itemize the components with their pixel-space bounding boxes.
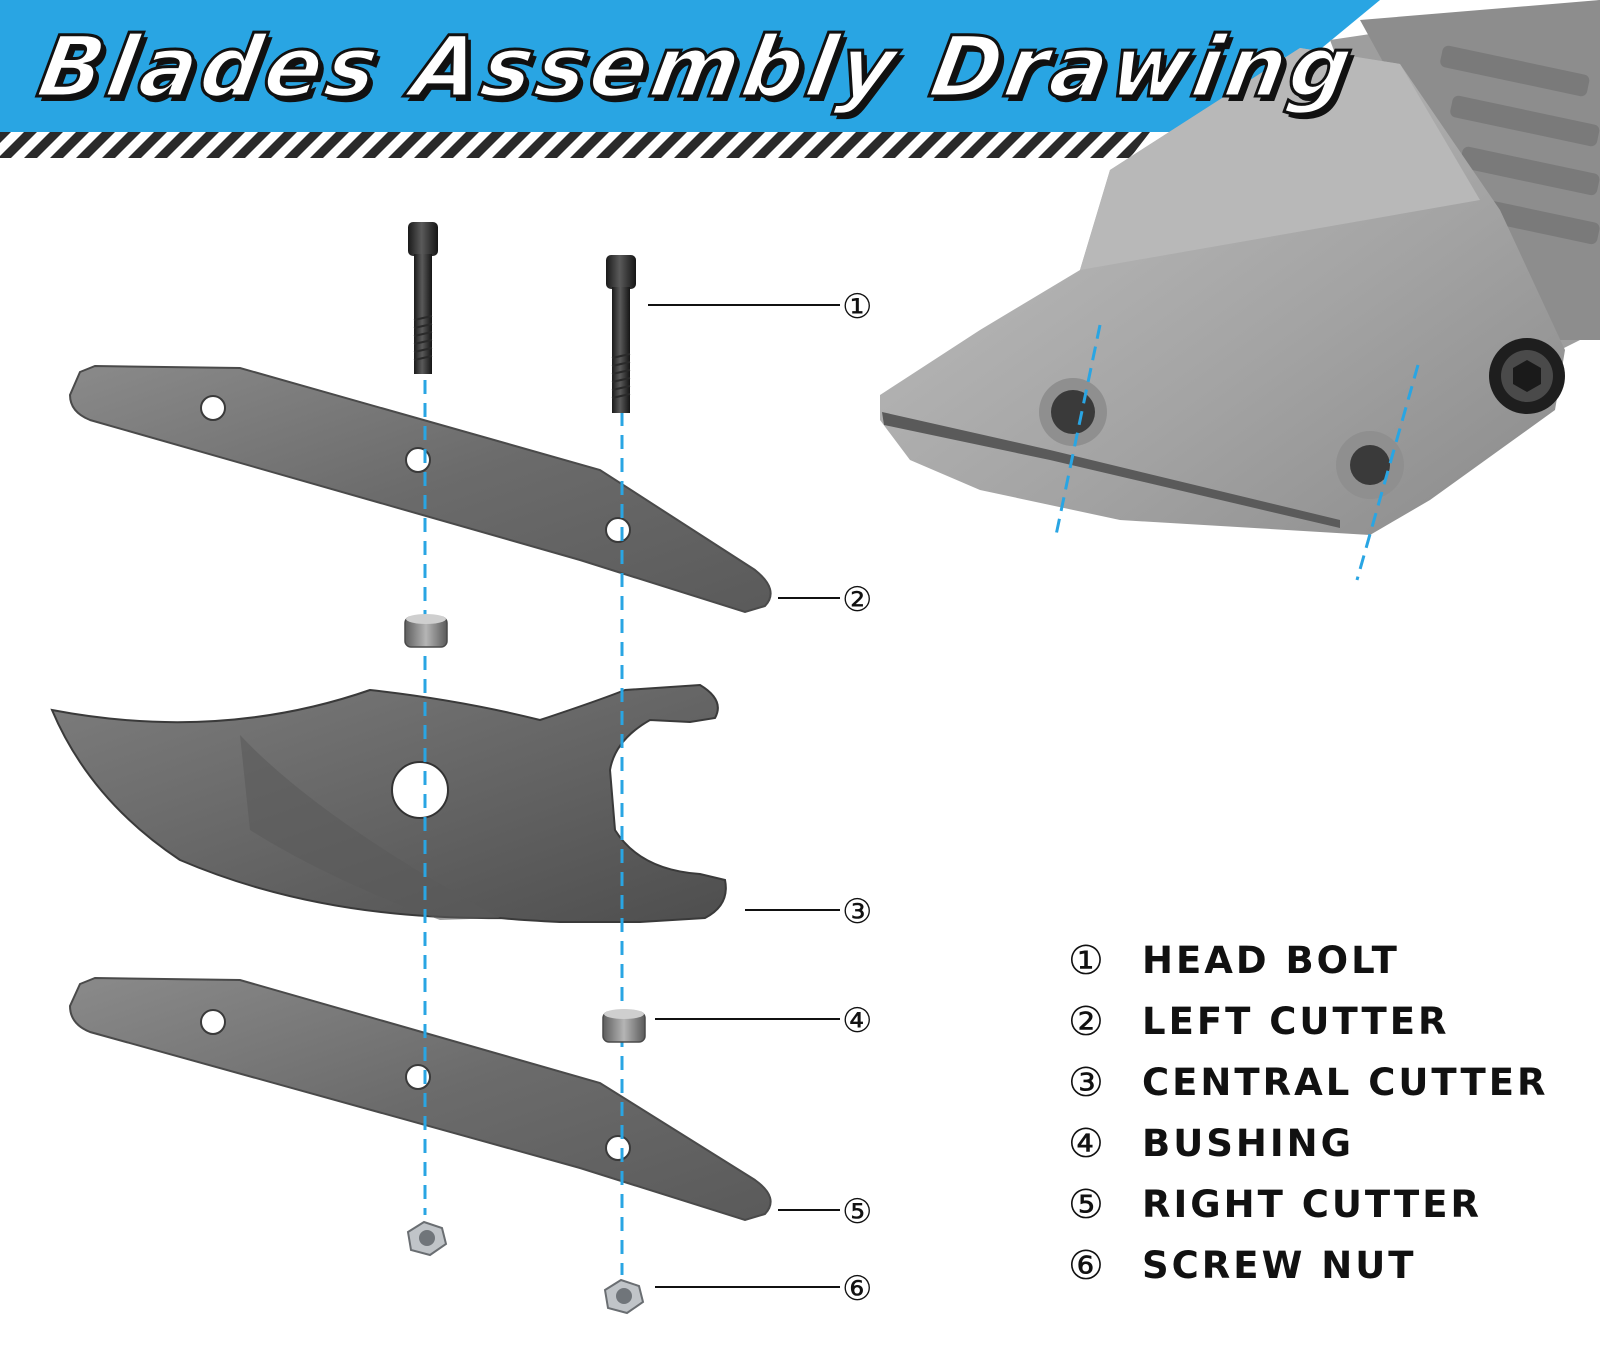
legend-label: LEFT CUTTER [1142,1000,1450,1043]
banner-hatch-stripe [0,132,1150,158]
legend-number: ③ [1068,1059,1104,1106]
legend-number: ⑥ [1068,1242,1104,1289]
left-cutter [68,364,772,614]
screw-nut-right [603,1278,645,1315]
callout-5: ⑤ [842,1192,872,1232]
legend-item-bushing: ④ BUSHING [1068,1113,1578,1174]
callout-3: ③ [842,892,872,932]
callout-1: ① [842,287,872,327]
right-cutter [68,976,772,1222]
legend-number: ⑤ [1068,1181,1104,1228]
bushing-right [602,1009,646,1043]
tool-head [880,0,1600,581]
page-title: Blades Assembly Drawing [30,17,1365,118]
legend-number: ② [1068,998,1104,1045]
guide-line-right [1355,364,1420,581]
legend-label: BUSHING [1142,1122,1354,1165]
callout-2: ② [842,580,872,620]
legend-item-screw-nut: ⑥ SCREW NUT [1068,1235,1578,1296]
head-bolt-right [606,255,636,413]
head-bolt-left [408,222,438,374]
legend-label: HEAD BOLT [1142,939,1400,982]
legend-number: ④ [1068,1120,1104,1167]
banner-background [0,0,1380,132]
bushing-left [404,614,448,648]
parts-legend: ① HEAD BOLT ② LEFT CUTTER ③ CENTRAL CUTT… [1068,930,1578,1296]
tool-head-top-face [1080,48,1480,270]
legend-label: SCREW NUT [1142,1244,1417,1287]
screw-left [1039,378,1107,446]
legend-label: RIGHT CUTTER [1142,1183,1483,1226]
legend-number: ① [1068,937,1104,984]
guide-line-left [1053,324,1102,541]
tool-head-jaw-gap [882,412,1340,528]
legend-item-head-bolt: ① HEAD BOLT [1068,930,1578,991]
legend-item-right-cutter: ⑤ RIGHT CUTTER [1068,1174,1578,1235]
legend-item-left-cutter: ② LEFT CUTTER [1068,991,1578,1052]
legend-label: CENTRAL CUTTER [1142,1061,1549,1104]
screw-right [1336,431,1404,499]
callout-6: ⑥ [842,1269,872,1309]
screw-nut-left [406,1220,448,1257]
legend-item-central-cutter: ③ CENTRAL CUTTER [1068,1052,1578,1113]
hex-socket-screw [1489,338,1565,414]
central-cutter [50,683,727,923]
callout-4: ④ [842,1001,872,1041]
title-banner [0,0,1380,158]
